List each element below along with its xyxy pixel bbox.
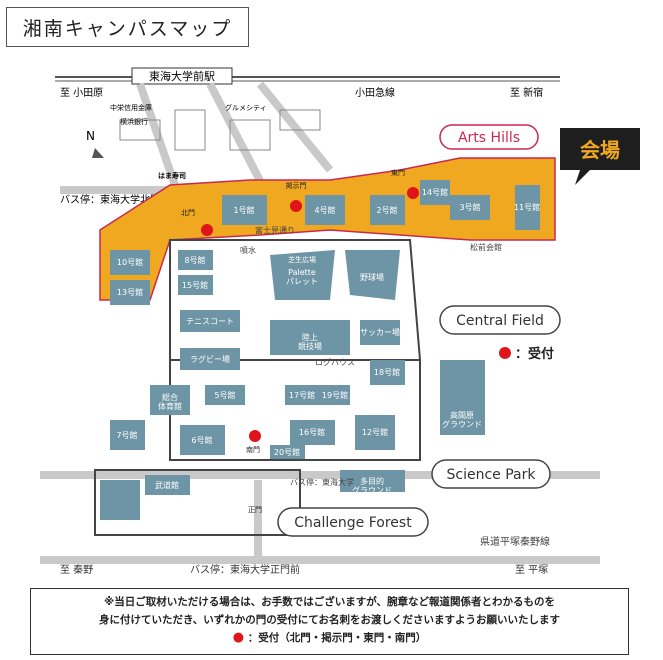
bus-main-label: バス停：東海大学正門前 bbox=[190, 563, 300, 576]
map-title: 湘南キャンパスマップ bbox=[6, 7, 249, 47]
north-arrow: N bbox=[86, 129, 104, 158]
odawara-label: 至 小田原 bbox=[60, 87, 103, 99]
footer-line-2: 身に付けていただき、いずれかの門の受付にてお名刺をお渡しくださいますようお願いい… bbox=[99, 614, 560, 626]
building-3: 3号館 bbox=[459, 202, 480, 212]
reception-east bbox=[407, 187, 419, 199]
building-13: 13号館 bbox=[117, 287, 143, 297]
building-2: 2号館 bbox=[376, 205, 397, 215]
notice-gate-label: 掲示門 bbox=[286, 181, 307, 190]
legend-label: ：受付 bbox=[515, 346, 554, 362]
baseball-label: 野球場 bbox=[360, 272, 384, 282]
gourmet-label: グルメシティ bbox=[225, 103, 267, 112]
building-20: 20号館 bbox=[274, 447, 300, 457]
track-label: 陸上競技場 bbox=[298, 332, 322, 351]
science-park-outline bbox=[169, 359, 421, 461]
campus-map: 東海大学前駅 至 小田原 小田急線 至 新宿 中栄信用金庫 横浜銀行 グルメシテ… bbox=[40, 67, 640, 576]
fountain-label: 噴水 bbox=[240, 245, 256, 255]
science-park-badge bbox=[431, 459, 551, 489]
building-16: 16号館 bbox=[299, 427, 325, 437]
reception-notice bbox=[290, 200, 302, 212]
hadano-label: 至 秦野 bbox=[60, 563, 93, 576]
yokohama-bank-label: 横浜銀行 bbox=[120, 117, 148, 126]
building-18: 18号館 bbox=[374, 367, 400, 377]
building-shapes bbox=[100, 180, 540, 520]
footer-note: ※当日ご取材いただける場合は、お手数ではございますが、腕章など報道関係者とわかる… bbox=[30, 588, 629, 655]
reception-north bbox=[201, 224, 213, 236]
soccer-label: サッカー場 bbox=[360, 327, 400, 337]
odakyu-label: 小田急線 bbox=[355, 86, 395, 99]
route-label: 県道平塚秦野線 bbox=[480, 535, 550, 548]
grass-plaza-label: 芝生広場 bbox=[288, 255, 316, 264]
log-house-label: ログハウス bbox=[315, 357, 355, 367]
tennis-label: テニスコート bbox=[186, 317, 234, 326]
footer-line-3-text: ：受付（北門・掲示門・東門・南門） bbox=[247, 632, 427, 644]
east-gate-label: 東門 bbox=[391, 168, 405, 177]
chuo-bank-label: 中栄信用金庫 bbox=[110, 103, 152, 112]
central-field-badge bbox=[439, 305, 561, 335]
legend-dot bbox=[499, 347, 511, 359]
venue-label: 会場 bbox=[580, 138, 620, 162]
building-17: 17号館 bbox=[289, 390, 315, 400]
station-box bbox=[131, 67, 233, 85]
main-gate-label: 正門 bbox=[248, 506, 262, 514]
hamazushi-label: はま寿司 bbox=[158, 171, 186, 180]
fuji-street-label: 富士見通り bbox=[255, 225, 295, 235]
central-field-label: Central Field bbox=[456, 313, 544, 329]
venue-badge: 会場 bbox=[560, 128, 640, 185]
building-10: 10号館 bbox=[117, 257, 143, 267]
building-12: 12号館 bbox=[362, 427, 388, 437]
arts-hills-badge bbox=[439, 124, 539, 150]
gym-label: 総合体育館 bbox=[158, 392, 182, 411]
station-label: 東海大学前駅 bbox=[149, 69, 215, 83]
hiratsuka-label: 至 平塚 bbox=[515, 564, 548, 576]
reception-south bbox=[249, 430, 261, 442]
building-19: 19号館 bbox=[322, 390, 348, 400]
science-park-label: Science Park bbox=[447, 467, 537, 483]
building-5: 5号館 bbox=[214, 390, 235, 400]
building-15: 15号館 bbox=[182, 280, 208, 290]
takadahara-label: 高間原グラウンド bbox=[442, 410, 482, 429]
challenge-forest-badge bbox=[277, 507, 429, 537]
challenge-forest-label: Challenge Forest bbox=[294, 515, 412, 531]
building-6: 6号館 bbox=[191, 435, 212, 445]
budokan-label: 武道館 bbox=[155, 480, 179, 490]
building-8: 8号館 bbox=[184, 255, 205, 265]
bus-campus-label: バス停：東海大学 bbox=[290, 477, 354, 487]
footer-line-1: ※当日ご取材いただける場合は、お手数ではございますが、腕章など報道関係者とわかる… bbox=[104, 596, 555, 608]
building-4: 4号館 bbox=[314, 205, 335, 215]
rugby-label: ラグビー場 bbox=[190, 354, 230, 364]
railway bbox=[55, 76, 560, 82]
matsumae-label: 松前会館 bbox=[470, 242, 502, 252]
multi-ground-label: 多目的グラウンド bbox=[352, 476, 392, 495]
north-gate-label: 北門 bbox=[181, 209, 195, 217]
building-14: 14号館 bbox=[422, 187, 448, 197]
shinjuku-label: 至 新宿 bbox=[510, 86, 543, 99]
building-1: 1号館 bbox=[233, 205, 254, 215]
footer-line-3: ● ：受付（北門・掲示門・東門・南門） bbox=[31, 629, 628, 647]
svg-text:N: N bbox=[86, 129, 95, 143]
building-11: 11号館 bbox=[514, 202, 540, 212]
footer-dot: ● bbox=[232, 630, 245, 645]
building-7: 7号館 bbox=[116, 430, 137, 440]
south-gate-label: 南門 bbox=[246, 445, 260, 454]
town-blocks bbox=[119, 109, 321, 151]
bus-north-label: バス停：東海大学北門 bbox=[60, 193, 160, 206]
arts-hills-label: Arts Hills bbox=[458, 130, 520, 146]
